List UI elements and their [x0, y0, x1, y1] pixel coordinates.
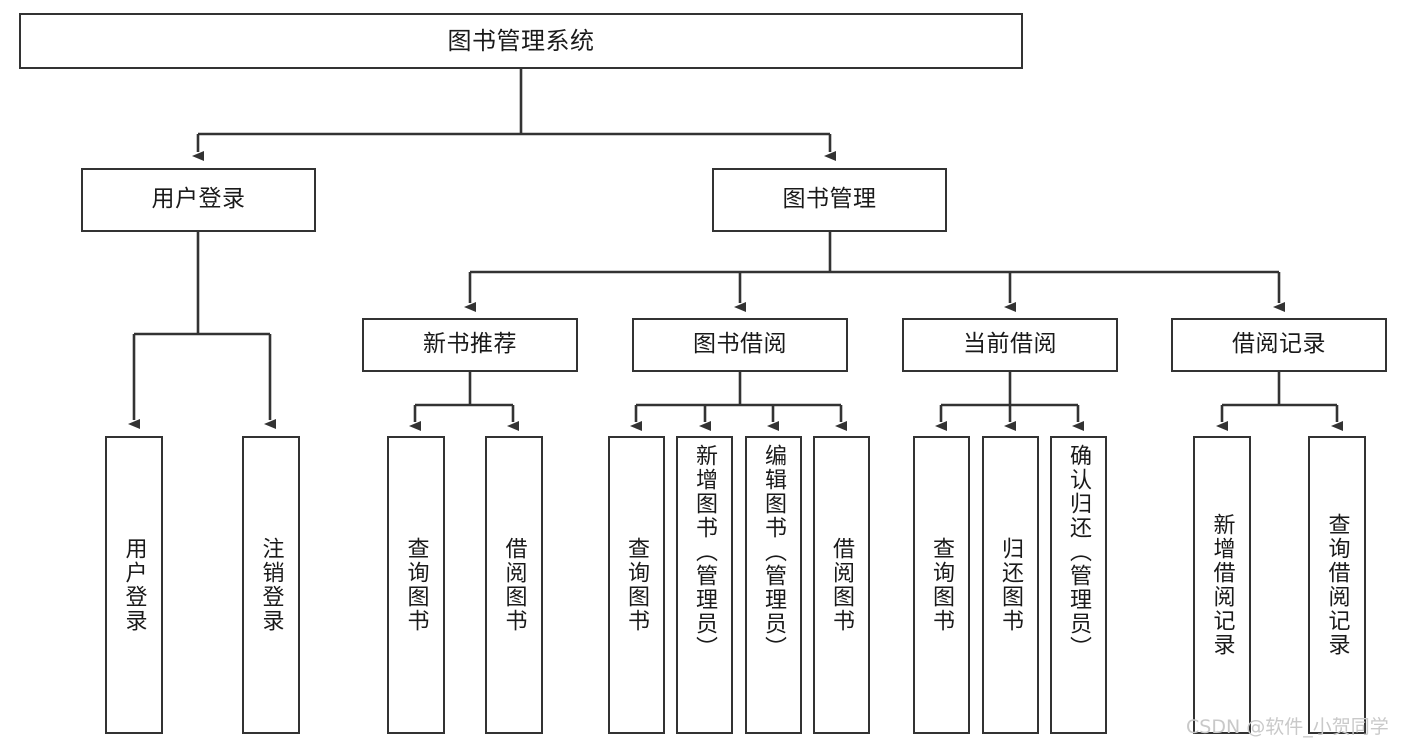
node-label: 新书推荐	[423, 331, 517, 358]
node-label: 查询借阅记录	[1324, 513, 1350, 657]
node-label: 图书管理	[782, 186, 877, 213]
node-label: 查询图书	[929, 537, 955, 633]
leaf-new-book-borrow-books[interactable]: 借阅图书	[485, 436, 543, 734]
node-book-management[interactable]: 图书管理	[712, 168, 947, 232]
leaf-user-login-logout[interactable]: 注销登录	[242, 436, 300, 734]
node-label: 借阅图书	[501, 537, 527, 633]
node-label: 借阅记录	[1232, 331, 1326, 358]
leaf-user-login-login[interactable]: 用户登录	[105, 436, 163, 734]
leaf-new-book-query-books[interactable]: 查询图书	[387, 436, 445, 734]
node-root-book-management-system[interactable]: 图书管理系统	[19, 13, 1023, 69]
node-label: 用户登录	[151, 186, 246, 213]
node-label: 注销登录	[258, 537, 284, 633]
node-label: 用户登录	[121, 537, 147, 633]
node-label: 新增图书（管理员）	[692, 444, 718, 660]
leaf-current-borrow-return-books[interactable]: 归还图书	[982, 436, 1039, 734]
leaf-book-borrow-add-book-admin[interactable]: 新增图书（管理员）	[676, 436, 733, 734]
node-label: 新增借阅记录	[1209, 513, 1235, 657]
leaf-book-borrow-edit-book-admin[interactable]: 编辑图书（管理员）	[745, 436, 802, 734]
leaf-borrow-record-query-record[interactable]: 查询借阅记录	[1308, 436, 1366, 734]
node-label: 查询图书	[624, 537, 650, 633]
node-label: 归还图书	[998, 537, 1024, 633]
node-label: 编辑图书（管理员）	[761, 444, 787, 660]
node-borrow-record[interactable]: 借阅记录	[1171, 318, 1387, 372]
csdn-watermark: CSDN @软件_小贺同学	[1186, 716, 1389, 738]
node-label: 图书借阅	[693, 331, 787, 358]
leaf-borrow-record-add-record[interactable]: 新增借阅记录	[1193, 436, 1251, 734]
node-book-borrow[interactable]: 图书借阅	[632, 318, 848, 372]
node-user-login[interactable]: 用户登录	[81, 168, 316, 232]
node-label: 借阅图书	[829, 537, 855, 633]
node-new-book-recommend[interactable]: 新书推荐	[362, 318, 578, 372]
leaf-book-borrow-query-books[interactable]: 查询图书	[608, 436, 665, 734]
node-label: 当前借阅	[963, 331, 1057, 358]
node-label: 图书管理系统	[447, 26, 595, 55]
node-label: 确认归还（管理员）	[1066, 444, 1092, 660]
leaf-current-borrow-confirm-return-admin[interactable]: 确认归还（管理员）	[1050, 436, 1107, 734]
leaf-current-borrow-query-books[interactable]: 查询图书	[913, 436, 970, 734]
leaf-book-borrow-borrow-books[interactable]: 借阅图书	[813, 436, 870, 734]
node-label: 查询图书	[403, 537, 429, 633]
node-current-borrow[interactable]: 当前借阅	[902, 318, 1118, 372]
